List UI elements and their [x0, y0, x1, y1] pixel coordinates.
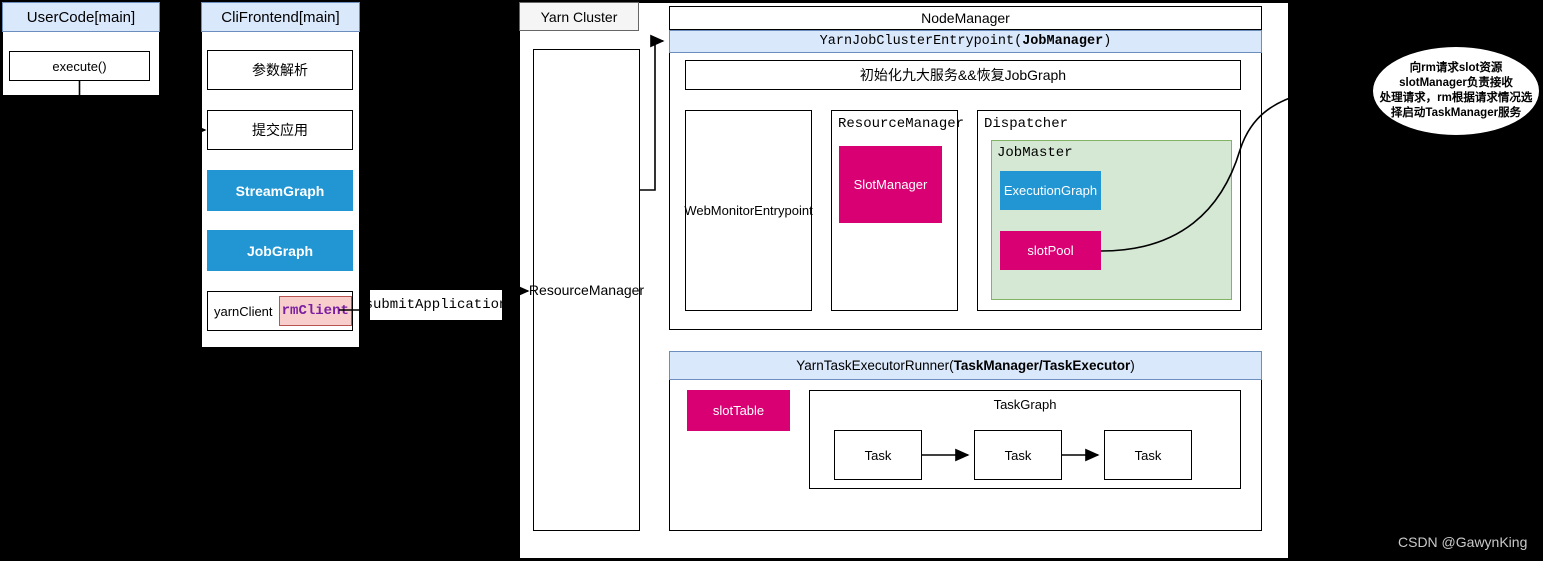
entrypoint-bold: JobManager — [1022, 34, 1104, 49]
job-master-panel: JobMaster — [991, 140, 1232, 300]
web-monitor-entrypoint-box[interactable]: WebMonitorEntrypoint — [684, 110, 813, 311]
clifrontend-title: CliFrontend[main] — [201, 2, 360, 32]
yarn-client-box[interactable]: yarnClient rmClient — [207, 291, 353, 331]
web-monitor-entrypoint-label: WebMonitorEntrypoint — [684, 203, 813, 218]
callout-line-2: slotManager负责接收 — [1399, 76, 1513, 89]
yarn-task-executor-runner-header[interactable]: YarnTaskExecutorRunner(TaskManager/TaskE… — [669, 351, 1262, 380]
yarn-cluster-title-label: Yarn Cluster — [540, 8, 618, 25]
task-node-3[interactable]: Task — [1104, 430, 1192, 480]
callout-line-3: 处理请求，rm根据请求情况选 — [1379, 92, 1533, 104]
task-executor-suffix: ) — [1130, 358, 1135, 373]
usercode-title-label: UserCode[main] — [26, 8, 136, 26]
job-master-title: JobMaster — [997, 145, 1073, 161]
node-streamgraph-label: StreamGraph — [235, 182, 325, 199]
step-submit-app[interactable]: 提交应用 — [207, 110, 353, 150]
watermark-label: CSDN @GawynKing — [1398, 534, 1528, 550]
task-node-2[interactable]: Task — [974, 430, 1062, 480]
execute-label: execute() — [52, 58, 107, 74]
node-jobgraph-label: JobGraph — [246, 242, 314, 259]
yarn-cluster-title: Yarn Cluster — [519, 2, 639, 31]
step-parse-args-label: 参数解析 — [252, 62, 308, 78]
task-node-1-label: Task — [864, 447, 892, 463]
watermark: CSDN @GawynKing — [1398, 534, 1527, 550]
task-executor-prefix: YarnTaskExecutorRunner( — [796, 358, 954, 373]
task-node-1[interactable]: Task — [834, 430, 922, 480]
entrypoint-prefix: YarnJobClusterEntrypoint( — [819, 34, 1023, 49]
task-node-2-label: Task — [1004, 447, 1032, 463]
yarn-resource-manager-box[interactable]: ResourceManager — [529, 49, 644, 531]
dispatcher-title: Dispatcher — [984, 116, 1069, 132]
submit-application-label: submitApplication — [364, 297, 508, 313]
submit-application-call: submitApplication — [365, 290, 507, 320]
rm-client-label: rmClient — [281, 303, 349, 319]
clifrontend-title-label: CliFrontend[main] — [221, 8, 340, 26]
node-jobgraph[interactable]: JobGraph — [207, 230, 353, 271]
task-graph-title-label: TaskGraph — [993, 396, 1057, 412]
task-executor-bold: TaskManager/TaskExecutor — [953, 358, 1131, 373]
task-node-3-label: Task — [1134, 447, 1162, 463]
step-submit-app-label: 提交应用 — [252, 122, 308, 138]
yarn-job-cluster-entrypoint-header[interactable]: YarnJobClusterEntrypoint(JobManager) — [669, 30, 1262, 53]
usercode-title: UserCode[main] — [2, 2, 160, 32]
slot-manager-label: SlotManager — [853, 177, 928, 192]
callout-bubble: 向rm请求slot资源 slotManager负责接收 处理请求，rm根据请求情… — [1372, 46, 1540, 136]
yarn-resource-manager-label: ResourceManager — [528, 282, 645, 298]
execution-graph-node[interactable]: ExecutionGraph — [1000, 171, 1101, 210]
execution-graph-label: ExecutionGraph — [1003, 183, 1098, 198]
init-services-label: 初始化九大服务&&恢复JobGraph — [859, 67, 1067, 83]
yarn-client-label: yarnClient — [214, 303, 273, 319]
slot-pool-node[interactable]: slotPool — [1000, 231, 1101, 270]
callout-line-1: 向rm请求slot资源 — [1409, 61, 1503, 74]
entrypoint-suffix: ) — [1103, 34, 1112, 49]
task-graph-title: TaskGraph — [810, 391, 1240, 417]
slot-table-label: slotTable — [712, 403, 765, 418]
slot-table-node[interactable]: slotTable — [687, 390, 790, 431]
node-manager-title: NodeManager — [669, 6, 1262, 30]
step-parse-args[interactable]: 参数解析 — [207, 50, 353, 90]
callout-line-4: 择启动TaskManager服务 — [1390, 107, 1522, 120]
execute-box[interactable]: execute() — [9, 51, 150, 81]
node-manager-title-label: NodeManager — [921, 10, 1010, 26]
rm-client-chip[interactable]: rmClient — [278, 296, 352, 326]
node-streamgraph[interactable]: StreamGraph — [207, 170, 353, 211]
init-services-bar: 初始化九大服务&&恢复JobGraph — [685, 60, 1241, 90]
slot-pool-label: slotPool — [1027, 243, 1074, 258]
jm-resource-manager-title: ResourceManager — [838, 116, 965, 132]
slot-manager-node[interactable]: SlotManager — [839, 146, 942, 223]
